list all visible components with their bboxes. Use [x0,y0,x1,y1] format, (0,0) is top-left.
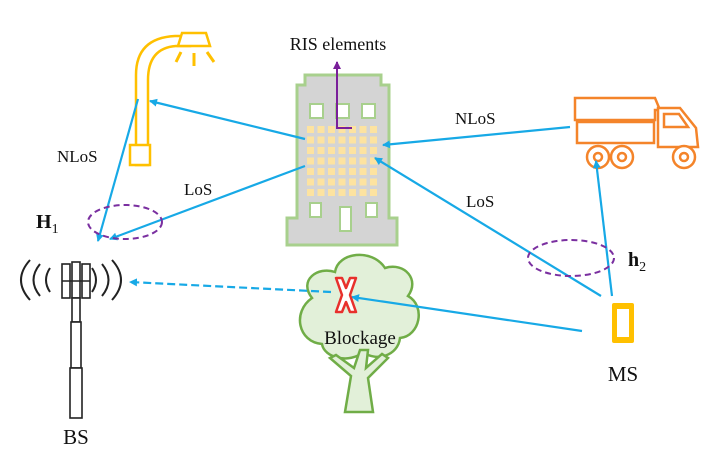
ris-element [349,157,356,165]
truck-icon [573,96,700,170]
los-link-building-to-bs [109,164,306,241]
ris-element [359,136,367,144]
building-icon [285,73,399,247]
h2-label: h2 [628,249,646,275]
ris-element [317,147,325,154]
ms-label: MS [608,362,638,386]
ris-element [338,147,346,154]
bs-label: BS [63,425,89,449]
ris-element [328,147,335,154]
ris-pointer-arrow [333,61,352,129]
ris-element [307,157,314,165]
nlos-link-building-to-light [149,98,306,141]
ris-element [328,189,335,196]
ris-element [307,136,314,144]
ris-element [349,126,356,133]
ris-element [338,168,346,175]
ris-element [349,189,356,196]
los-label-right: LoS [466,192,494,211]
ris-element [349,136,356,144]
ris-element [349,147,356,154]
link-ms-to-truck [592,160,614,297]
ris-element [317,157,325,165]
ris-element [317,189,325,196]
ris-element-grid [307,126,377,196]
nlos-label-right: NLoS [455,109,496,128]
ris-element [370,136,377,144]
ris-element [307,126,314,133]
h1-channel-ellipse [87,204,163,240]
ris-element [328,126,335,133]
nlos-link-truck-to-building [382,125,571,149]
ris-element [349,178,356,186]
ris-element [370,147,377,154]
h2-channel-ellipse [527,239,615,277]
ris-elements-label: RIS elements [290,34,387,54]
ris-element [359,157,367,165]
ris-element [338,157,346,165]
streetlight-icon [128,31,216,167]
ris-element [317,136,325,144]
ris-element [317,168,325,175]
ris-element [370,168,377,175]
ris-element [328,168,335,175]
ris-element [338,126,346,133]
ris-element [307,178,314,186]
ris-element [338,178,346,186]
ris-element [359,178,367,186]
ris-element [307,147,314,154]
ris-element [328,178,335,186]
ris-element [317,178,325,186]
h1-label: H1 [36,211,59,237]
ris-element [359,168,367,175]
links [96,98,614,333]
ris-element [317,126,325,133]
ris-element [349,168,356,175]
ris-element [370,178,377,186]
los-label-left: LoS [184,180,212,199]
nlos-link-light-to-bs [96,98,140,242]
ris-element [370,126,377,133]
blocked-direct-link-to-bs [129,278,332,294]
ris-element [370,157,377,165]
blockage-x-icon [334,276,358,314]
ris-element [338,189,346,196]
direct-link-ms-to-tree [351,294,583,333]
tree-icon [298,253,420,414]
ris-element [307,189,314,196]
ris-element [359,126,367,133]
nlos-label-left: NLoS [57,147,98,166]
los-link-ms-to-building [374,157,602,297]
ris-element [338,136,346,144]
ris-element [359,147,367,154]
ris-element [359,189,367,196]
ris-element [328,136,335,144]
blockage-label: Blockage [324,328,396,349]
base-station-icon [20,259,122,419]
ris-element [307,168,314,175]
ris-element [370,189,377,196]
ris-element [328,157,335,165]
mobile-station-icon [612,303,634,343]
